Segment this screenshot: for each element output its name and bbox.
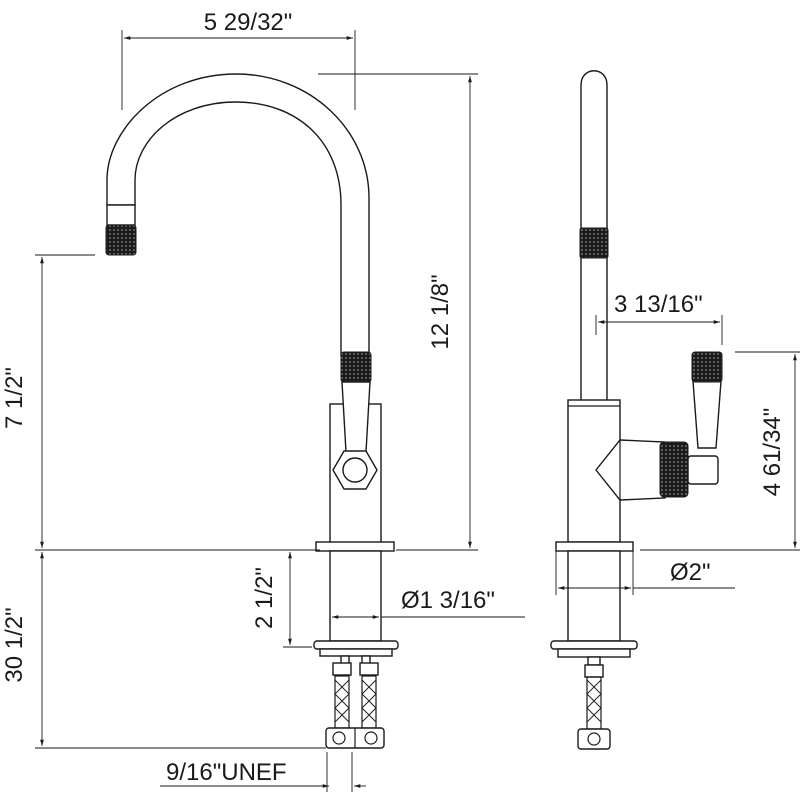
side-handle-lever [692,380,722,449]
front-hose-fittings [325,727,385,749]
side-washer [550,640,638,650]
side-spout-knurl [579,227,609,259]
total-height-label: 12 1/8" [427,274,454,349]
front-spout [106,73,370,356]
hose-length-label: 30 1/2" [1,607,28,682]
connection-thread-label: 9/16"UNEF [166,759,287,786]
spout-reach-label: 5 29/32" [204,9,293,36]
side-base-plate [555,541,634,552]
base-diameter-label: Ø2" [670,559,711,586]
front-base-plate [315,541,395,552]
front-spout-knurl [105,224,137,256]
spout-outlet-height-label: 7 1/2" [1,367,28,429]
handle-reach-label: 3 13/16" [614,291,703,318]
front-handle-knurl [340,351,372,383]
side-valve-knurl [659,441,689,498]
front-washer [313,640,399,650]
side-view [550,70,723,750]
front-view [105,73,399,749]
front-shank [329,550,382,642]
front-handle-lever [341,381,371,453]
dimension-lines [35,30,800,792]
side-shank [567,550,621,642]
dimension-labels: 5 29/32" 12 1/8" 7 1/2" 30 1/2" 2 1/2" Ø… [1,9,786,786]
shank-diameter-label: Ø1 3/16" [401,587,495,614]
front-hoses [332,662,379,729]
handle-height-label: 4 61/34" [759,408,786,497]
side-hose [577,664,611,750]
side-valve-cone [595,439,666,501]
side-handle-knurl [691,351,723,383]
base-shank-height-label: 2 1/2" [251,567,278,629]
